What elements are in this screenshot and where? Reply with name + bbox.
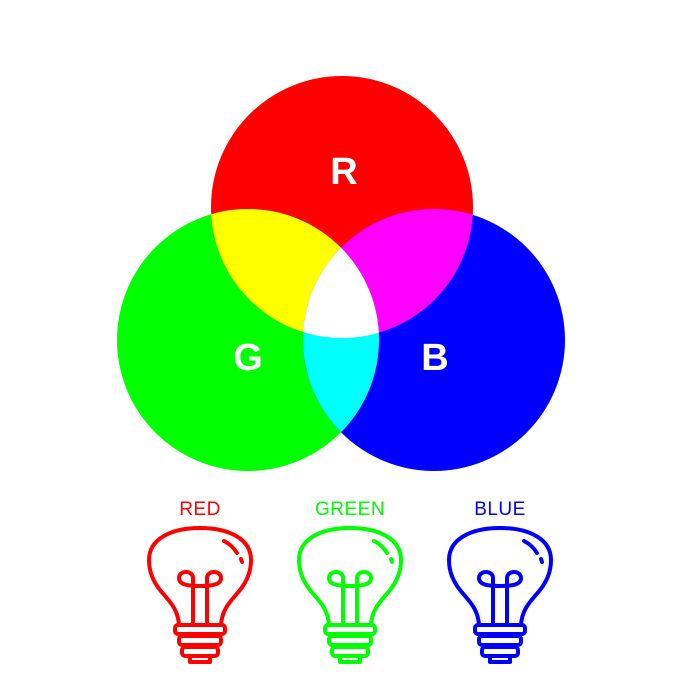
bulb-base-ring [180,645,220,658]
bulb-highlight-dot [539,557,544,564]
bulb-base-ring [327,634,373,647]
bulb-highlight-dot [239,557,244,564]
bulb-green: GREEN [297,499,403,664]
bulb-filament [327,570,373,627]
red-blue-overlap [303,209,473,338]
bulb-label-blue: BLUE [474,499,526,520]
bulb-base-ring [473,623,527,636]
light-bulb-icon [147,526,253,664]
blue-letter: B [421,337,448,379]
bulb-base-ring [477,634,523,647]
bulb-label-green: GREEN [315,499,385,520]
light-bulb-icon [297,526,403,664]
bulb-highlight [522,539,539,555]
bulb-tip [188,654,212,664]
red-letter: R [330,151,357,193]
bulb-glass [447,526,553,627]
bulb-filament [477,570,523,627]
bulb-highlight [222,539,239,555]
bulb-filament [177,570,223,627]
bulb-base-ring [480,645,520,658]
bulb-tip [338,654,362,664]
bulb-blue: BLUE [447,499,553,664]
bulb-red: RED [147,499,253,664]
bulb-base-ring [323,623,377,636]
bulb-base-ring [330,645,370,658]
red-green-overlap [211,209,379,338]
light-bulb-icon [447,526,553,664]
green-letter: G [233,337,263,379]
bulb-label-red: RED [179,499,221,520]
bulb-base-ring [177,634,223,647]
bulb-glass [147,526,253,627]
bulb-glass [297,526,403,627]
bulb-base-ring [173,623,227,636]
bulb-highlight-dot [389,557,394,564]
bulb-highlight [372,539,389,555]
bulb-tip [488,654,512,664]
